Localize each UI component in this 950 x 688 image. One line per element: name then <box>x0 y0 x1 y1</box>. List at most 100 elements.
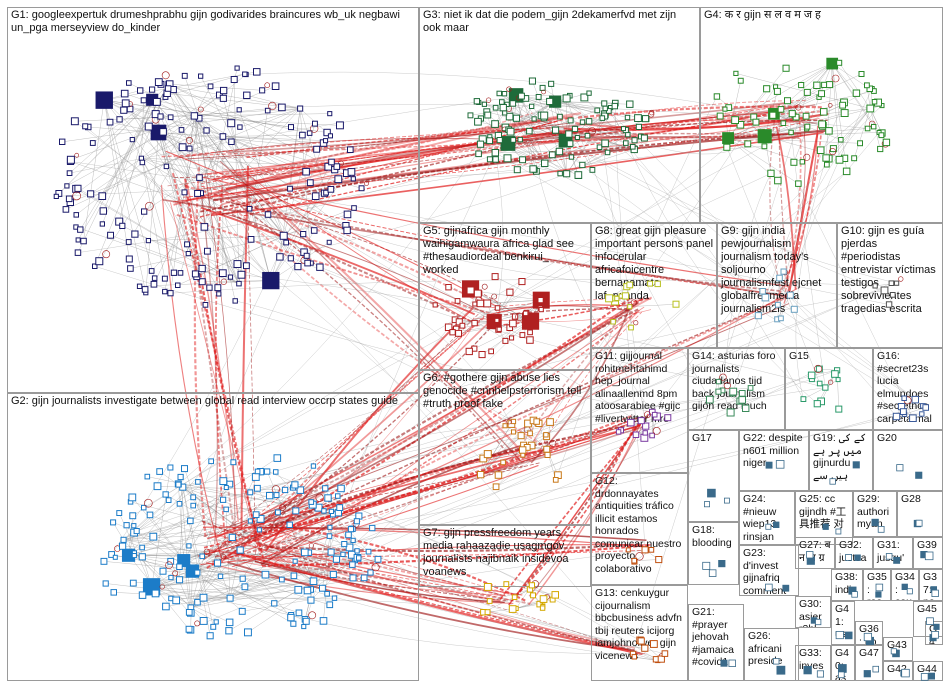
square-node-icon[interactable] <box>773 659 779 665</box>
square-node-icon[interactable] <box>539 308 543 312</box>
square-node-icon[interactable] <box>226 619 233 626</box>
square-node-icon[interactable] <box>641 135 647 141</box>
square-node-icon[interactable] <box>638 638 644 644</box>
square-node-icon[interactable] <box>165 86 171 92</box>
square-node-icon[interactable] <box>748 386 753 391</box>
square-node-icon[interactable] <box>845 632 852 639</box>
square-node-icon[interactable] <box>566 131 572 137</box>
square-node-icon[interactable] <box>211 624 216 629</box>
square-node-icon[interactable] <box>636 124 641 129</box>
square-node-icon[interactable] <box>130 138 134 142</box>
square-node-icon[interactable] <box>460 323 465 328</box>
square-node-icon[interactable] <box>760 289 766 295</box>
square-node-icon[interactable] <box>201 224 208 231</box>
square-node-icon[interactable] <box>497 91 502 96</box>
square-node-icon[interactable] <box>622 293 628 299</box>
square-node-icon[interactable] <box>796 181 802 187</box>
square-node-icon[interactable] <box>783 65 789 71</box>
square-node-icon[interactable] <box>504 155 511 162</box>
square-node-icon[interactable] <box>81 238 87 244</box>
square-node-icon[interactable] <box>822 82 827 87</box>
square-node-icon[interactable] <box>238 125 242 129</box>
square-node-icon[interactable] <box>830 479 836 485</box>
square-node-icon[interactable] <box>220 95 226 101</box>
square-node-icon[interactable] <box>132 231 138 237</box>
square-node-icon[interactable] <box>819 121 826 128</box>
square-node-icon[interactable] <box>739 397 746 404</box>
square-node-icon[interactable] <box>477 300 484 307</box>
square-node-icon[interactable] <box>563 95 570 102</box>
square-node-icon[interactable] <box>242 584 248 590</box>
square-node-icon[interactable] <box>839 138 844 143</box>
square-node-icon[interactable] <box>191 503 196 508</box>
square-node-icon[interactable] <box>348 527 353 532</box>
square-node-icon[interactable] <box>932 631 939 638</box>
square-node-icon[interactable] <box>229 139 235 145</box>
square-node-icon[interactable] <box>821 109 828 116</box>
square-node-icon[interactable] <box>804 666 812 674</box>
square-node-icon[interactable] <box>341 552 345 556</box>
square-node-icon[interactable] <box>168 465 173 470</box>
square-node-icon[interactable] <box>553 478 558 483</box>
square-node-icon[interactable] <box>838 665 846 673</box>
square-node-icon[interactable] <box>879 133 884 138</box>
square-node-icon[interactable] <box>708 489 716 497</box>
square-node-icon[interactable] <box>487 138 493 144</box>
square-node-icon[interactable] <box>346 532 352 538</box>
square-node-icon[interactable] <box>302 625 306 629</box>
square-node-icon[interactable] <box>841 110 848 117</box>
square-node-icon[interactable] <box>606 295 613 302</box>
square-node-icon[interactable] <box>336 494 341 499</box>
square-node-icon[interactable] <box>139 592 146 599</box>
square-node-icon[interactable] <box>257 528 261 532</box>
square-node-icon[interactable] <box>923 405 929 411</box>
square-node-icon[interactable] <box>113 555 117 559</box>
square-node-icon[interactable] <box>823 524 828 529</box>
square-node-icon[interactable] <box>600 116 605 121</box>
square-node-icon[interactable] <box>865 126 870 131</box>
square-node-icon[interactable] <box>605 150 610 155</box>
square-node-icon[interactable] <box>323 486 328 491</box>
square-node-icon[interactable] <box>163 492 168 497</box>
square-node-icon[interactable] <box>244 263 250 269</box>
square-node-icon[interactable] <box>493 484 499 490</box>
square-node-icon[interactable] <box>730 388 737 395</box>
square-node-icon[interactable] <box>304 587 311 594</box>
square-node-icon[interactable] <box>840 102 846 108</box>
square-node-icon[interactable] <box>253 512 259 518</box>
square-node-icon[interactable] <box>817 671 823 677</box>
square-node-icon[interactable] <box>572 126 577 131</box>
square-node-icon[interactable] <box>370 525 375 530</box>
square-node-icon[interactable] <box>876 592 881 597</box>
square-node-icon[interactable] <box>237 547 243 553</box>
square-node-icon[interactable] <box>67 171 72 176</box>
square-node-icon[interactable] <box>121 537 126 542</box>
square-node-icon[interactable] <box>60 139 65 144</box>
square-node-icon[interactable] <box>478 472 484 478</box>
square-node-icon[interactable] <box>182 466 188 472</box>
square-node-icon[interactable] <box>295 586 302 593</box>
square-node-icon[interactable] <box>293 508 299 514</box>
square-node-icon[interactable] <box>912 396 919 403</box>
square-node-icon[interactable] <box>195 570 200 575</box>
square-node-icon[interactable] <box>781 121 786 126</box>
square-node-icon[interactable] <box>902 396 907 401</box>
square-node-icon[interactable] <box>873 284 877 288</box>
square-node-icon[interactable] <box>288 186 293 191</box>
square-node-icon[interactable] <box>220 478 227 485</box>
square-node-icon[interactable] <box>732 117 739 124</box>
square-node-icon[interactable] <box>568 118 573 123</box>
square-node-icon[interactable] <box>204 128 209 133</box>
square-node-icon[interactable] <box>348 147 354 153</box>
square-node-icon[interactable] <box>141 98 146 103</box>
square-node-icon[interactable] <box>248 519 252 523</box>
square-node-icon[interactable] <box>142 209 147 214</box>
square-node-icon[interactable] <box>527 128 533 134</box>
square-node-icon[interactable] <box>217 292 221 296</box>
square-node-icon[interactable] <box>145 474 150 479</box>
square-node-icon[interactable] <box>858 141 863 146</box>
square-node-icon[interactable] <box>163 603 170 610</box>
square-node-icon[interactable] <box>743 405 749 411</box>
square-node-icon[interactable] <box>528 431 533 436</box>
square-node-icon[interactable] <box>886 554 892 560</box>
